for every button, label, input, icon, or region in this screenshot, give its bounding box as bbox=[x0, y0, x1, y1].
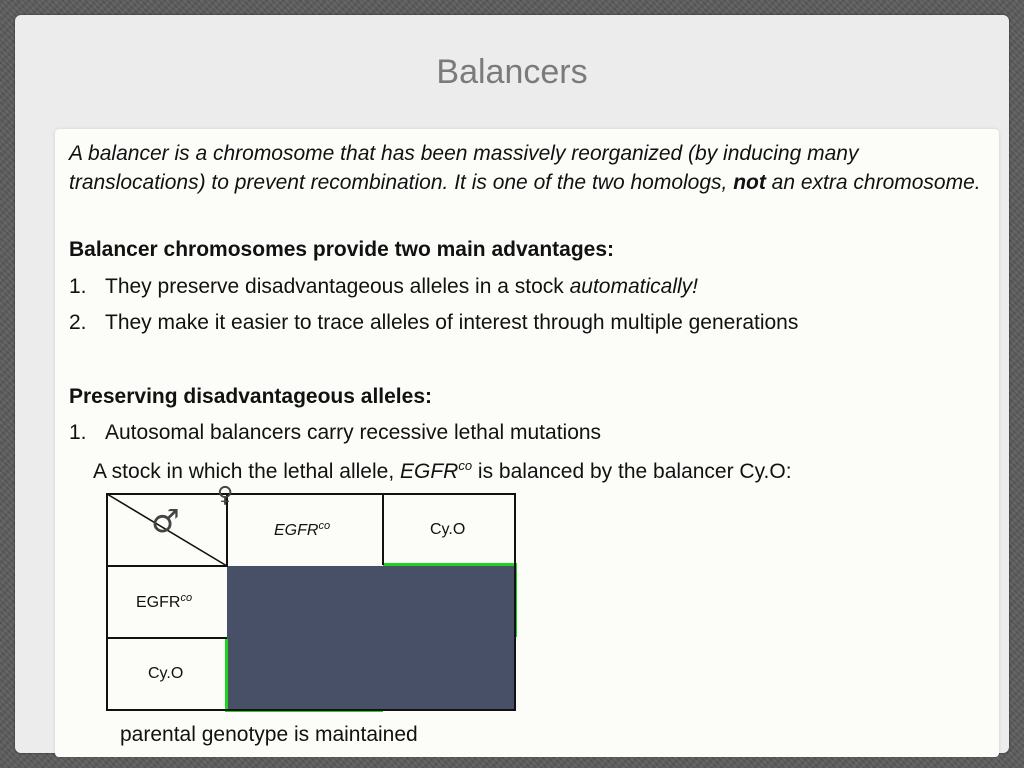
intro-text-1: A balancer is a chromosome that has been… bbox=[69, 142, 859, 194]
preserving-text-1: Autosomal balancers carry recessive leth… bbox=[105, 421, 602, 444]
grid-line-left bbox=[106, 493, 108, 711]
row-header-egfr-name: EGFR bbox=[136, 594, 181, 611]
slide: Balancers A balancer is a chromosome tha… bbox=[15, 15, 1009, 757]
advantages-heading: Balancer chromosomes provide two main ad… bbox=[69, 238, 614, 261]
grid-line-bottom bbox=[106, 709, 516, 711]
column-header-egfr-name: EGFR bbox=[274, 522, 319, 539]
advantage-text-2: They make it easier to trace alleles of … bbox=[105, 311, 799, 334]
grid-line-right bbox=[514, 493, 516, 711]
corner-diagonal bbox=[106, 493, 228, 567]
grid-line-row-divider bbox=[106, 637, 227, 639]
content-panel: A balancer is a chromosome that has been… bbox=[55, 129, 999, 757]
column-header-cyo: Cy.O bbox=[430, 521, 466, 538]
slide-title: Balancers bbox=[436, 53, 588, 91]
grid-line-col-divider bbox=[382, 493, 384, 565]
highlight-left-edge bbox=[225, 639, 228, 712]
row-header-cyo: Cy.O bbox=[148, 665, 184, 682]
advantage-item-1: 1. They preserve disadvantageous alleles … bbox=[69, 272, 698, 301]
row-header-egfr: EGFRco bbox=[136, 592, 192, 612]
preserving-heading: Preserving disadvantageous alleles: bbox=[69, 385, 432, 408]
column-header-egfr: EGFRco bbox=[274, 520, 330, 540]
grid-line-header-bottom bbox=[106, 565, 227, 567]
caption: parental genotype is maintained bbox=[120, 723, 418, 746]
stock-text-after: is balanced by the balancer Cy.O: bbox=[472, 460, 792, 483]
advantage-number-2: 2. bbox=[69, 311, 87, 334]
preserving-item-1: 1. Autosomal balancers carry recessive le… bbox=[69, 418, 601, 447]
advantage-italic-1: automatically! bbox=[569, 275, 698, 298]
preserving-number-1: 1. bbox=[69, 421, 87, 444]
offspring-fill bbox=[227, 566, 515, 710]
male-symbol-icon: ♂ bbox=[151, 502, 180, 540]
intro-paragraph: A balancer is a chromosome that has been… bbox=[69, 139, 989, 197]
intro-text-2: an extra chromosome. bbox=[765, 171, 981, 194]
grid-line-header-col bbox=[226, 493, 228, 567]
advantage-number-1: 1. bbox=[69, 275, 87, 298]
advantage-item-2: 2. They make it easier to trace alleles o… bbox=[69, 308, 798, 337]
grid-line-top bbox=[106, 493, 516, 495]
stock-text-before: A stock in which the lethal allele, bbox=[93, 460, 401, 483]
row-header-egfr-superscript: co bbox=[180, 592, 193, 604]
stock-allele-superscript: co bbox=[458, 458, 473, 473]
punnett-square: ♀ ♂ EGFRco Cy.O EGFRco Cy.O bbox=[55, 129, 999, 757]
intro-bold-not: not bbox=[733, 171, 766, 194]
stock-sentence: A stock in which the lethal allele, EGFR… bbox=[93, 451, 792, 486]
highlight-top-edge bbox=[383, 563, 517, 566]
female-symbol-icon: ♀ bbox=[217, 483, 234, 508]
stock-allele: EGFR bbox=[400, 460, 459, 483]
column-header-egfr-superscript: co bbox=[318, 520, 331, 532]
advantage-text-1: They preserve disadvantageous alleles in… bbox=[105, 275, 570, 298]
